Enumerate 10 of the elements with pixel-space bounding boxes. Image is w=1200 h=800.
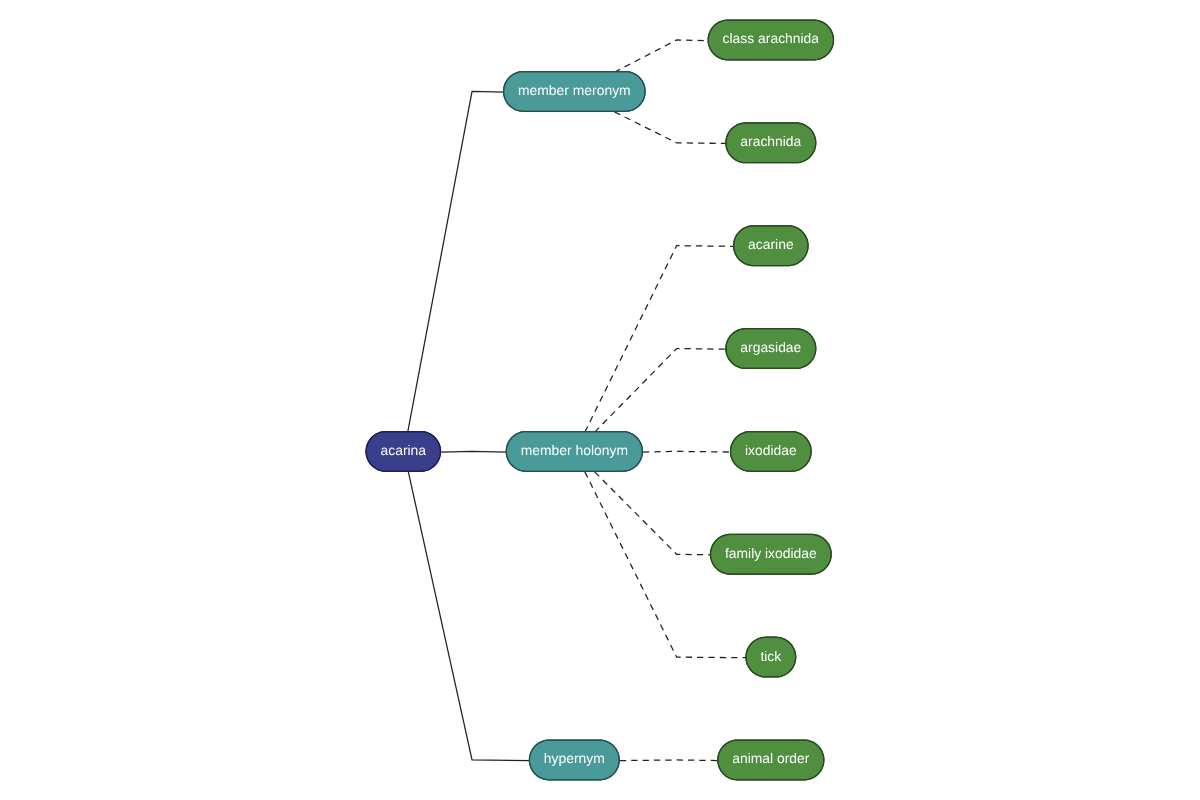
connector [594, 347, 728, 433]
connector [614, 39, 710, 73]
connector [407, 90, 506, 433]
connector [619, 759, 720, 762]
connector [584, 471, 748, 659]
connector [440, 450, 508, 453]
connector [594, 471, 712, 556]
connector [584, 245, 736, 433]
connector [614, 111, 728, 145]
connector [407, 471, 531, 762]
